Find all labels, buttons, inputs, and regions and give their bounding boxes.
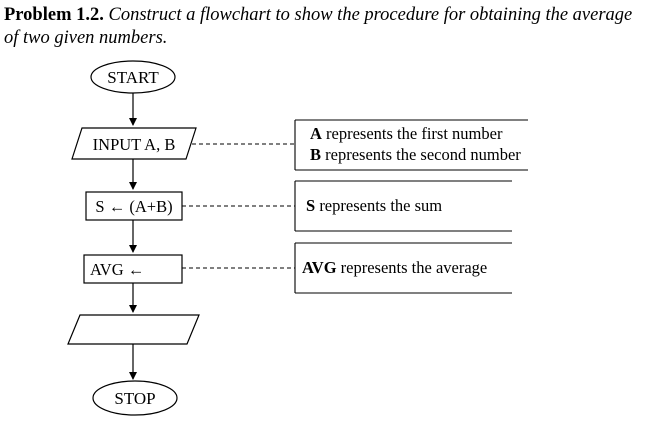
annotation-sum-line: S represents the sum: [306, 196, 442, 215]
avg-label: AVG ←: [90, 260, 144, 279]
annotation-avg-text: represents the average: [337, 258, 488, 277]
annotation-a-bold: A: [310, 124, 322, 143]
stop-label: STOP: [114, 389, 155, 408]
annotation-avg-line: AVG represents the average: [302, 258, 487, 277]
annotation-input-line-b: B represents the second number: [310, 145, 521, 164]
problem-statement: Construct a flowchart to show the proced…: [4, 5, 633, 48]
input-parallelogram: [71, 127, 197, 160]
input-label: INPUT A, B: [93, 135, 176, 154]
stop-terminal: [92, 380, 178, 416]
output-parallelogram: [67, 314, 200, 345]
sum-label: S ← (A+B): [95, 197, 172, 216]
annotation-input-line-a: A represents the first number: [310, 124, 503, 143]
problem-label: Problem 1.2.: [4, 5, 104, 25]
annotation-avg: AVG represents the average: [294, 242, 512, 294]
annotation-b-text: represents the second number: [321, 145, 521, 164]
annotation-b-bold: B: [310, 145, 321, 164]
annotation-sum-text: represents the sum: [315, 196, 442, 215]
annotation-avg-bold: AVG: [302, 258, 337, 277]
start-label: START: [107, 68, 159, 87]
avg-process-box: [83, 254, 183, 284]
annotation-sum: S represents the sum: [294, 180, 512, 232]
annotation-sum-bold: S: [306, 196, 315, 215]
problem-heading: Problem 1.2. Construct a flowchart to sh…: [4, 4, 640, 50]
annotation-input: A represents the first number B represen…: [294, 119, 528, 171]
sum-process-box: [85, 191, 183, 221]
annotation-a-text: represents the first number: [322, 124, 503, 143]
